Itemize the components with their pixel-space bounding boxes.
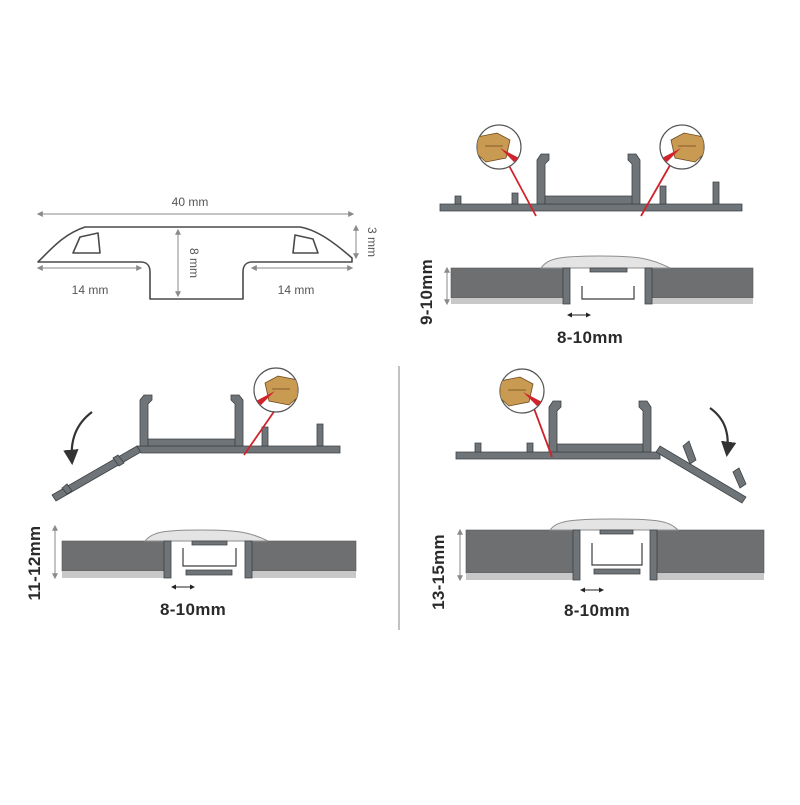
installation-11-12mm: 11-12mm 8-10mm [25, 367, 357, 619]
right-wing-slot [292, 234, 319, 254]
floor-assembly [61, 529, 357, 579]
floor-assembly [465, 518, 765, 581]
knife-hand-icon [253, 367, 299, 413]
cut-line [531, 402, 553, 458]
knife-hand-icon [499, 368, 545, 414]
knife-hand-icon [659, 124, 705, 170]
profile-cross-section: 40 mm 8 mm 3 mm 14 mm 14 mm [36, 195, 379, 300]
cut-profile-flat [439, 153, 743, 212]
gap-label: 8-10mm [557, 328, 623, 347]
installation-9-10mm: 9-10mm 8-10mm [417, 124, 754, 347]
width-label: 40 mm [172, 195, 209, 209]
floor-assembly [450, 255, 754, 305]
left-wing-slot [72, 232, 101, 254]
profile-cover [143, 529, 269, 542]
right-wing-label: 14 mm [278, 283, 315, 297]
left-wing-label: 14 mm [72, 283, 109, 297]
led-channel [581, 286, 635, 300]
profile-cover [540, 255, 671, 269]
installation-13-15mm: 13-15mm 8-10mm [429, 368, 765, 620]
rotate-arrow-icon [63, 411, 93, 466]
cut-line-left [505, 159, 537, 217]
profile-outline [37, 226, 353, 300]
gap-label: 8-10mm [564, 601, 630, 620]
profile-cover [548, 518, 680, 531]
floor-height-label: 9-10mm [417, 259, 436, 325]
cut-profile-folded [51, 394, 341, 502]
lip-label: 3 mm [365, 227, 379, 257]
depth-label: 8 mm [187, 248, 201, 278]
rotate-arrow-icon [709, 407, 737, 458]
led-channel [591, 543, 643, 566]
cut-line-right [640, 159, 674, 217]
knife-hand-icon [476, 124, 522, 170]
led-channel [182, 548, 237, 567]
cut-profile-folded [455, 400, 747, 504]
floor-height-label: 11-12mm [25, 526, 44, 601]
floor-height-label: 13-15mm [429, 534, 448, 610]
gap-label: 8-10mm [160, 600, 226, 619]
